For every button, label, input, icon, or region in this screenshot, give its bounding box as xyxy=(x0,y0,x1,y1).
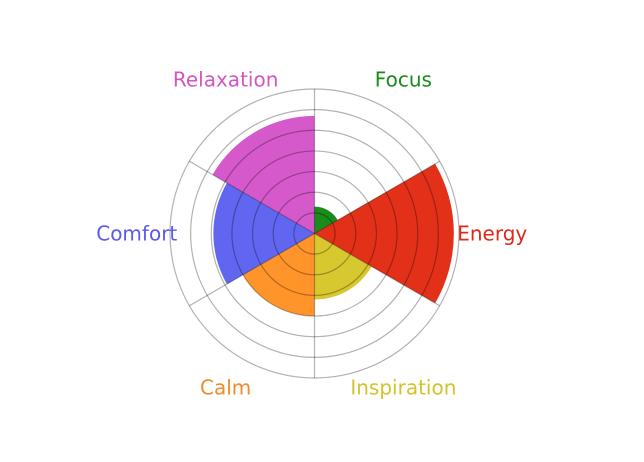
label-relaxation: Relaxation xyxy=(173,68,279,92)
grid-circle xyxy=(190,109,439,358)
grid-circle xyxy=(293,212,336,255)
bar-relaxation xyxy=(212,115,315,234)
grid-spoke xyxy=(314,160,440,235)
label-focus: Focus xyxy=(375,68,432,92)
label-inspiration: Inspiration xyxy=(350,375,456,399)
grid-circle xyxy=(272,191,357,276)
bar-comfort xyxy=(213,182,315,285)
grid xyxy=(169,88,460,379)
bar-focus xyxy=(314,206,338,234)
grid-circle xyxy=(251,170,378,297)
grid-circle xyxy=(169,88,460,379)
bar-inspiration xyxy=(314,233,372,300)
bar-calm xyxy=(242,233,315,317)
grid-spoke xyxy=(314,232,440,307)
label-energy: Energy xyxy=(457,222,527,246)
bar-energy xyxy=(314,163,454,304)
label-comfort: Comfort xyxy=(96,222,177,246)
bars xyxy=(212,115,454,317)
grid-spoke xyxy=(189,160,315,235)
grid-circle xyxy=(231,150,398,317)
label-calm: Calm xyxy=(200,375,251,399)
grid-circle xyxy=(210,129,419,338)
grid-spoke xyxy=(189,232,315,307)
